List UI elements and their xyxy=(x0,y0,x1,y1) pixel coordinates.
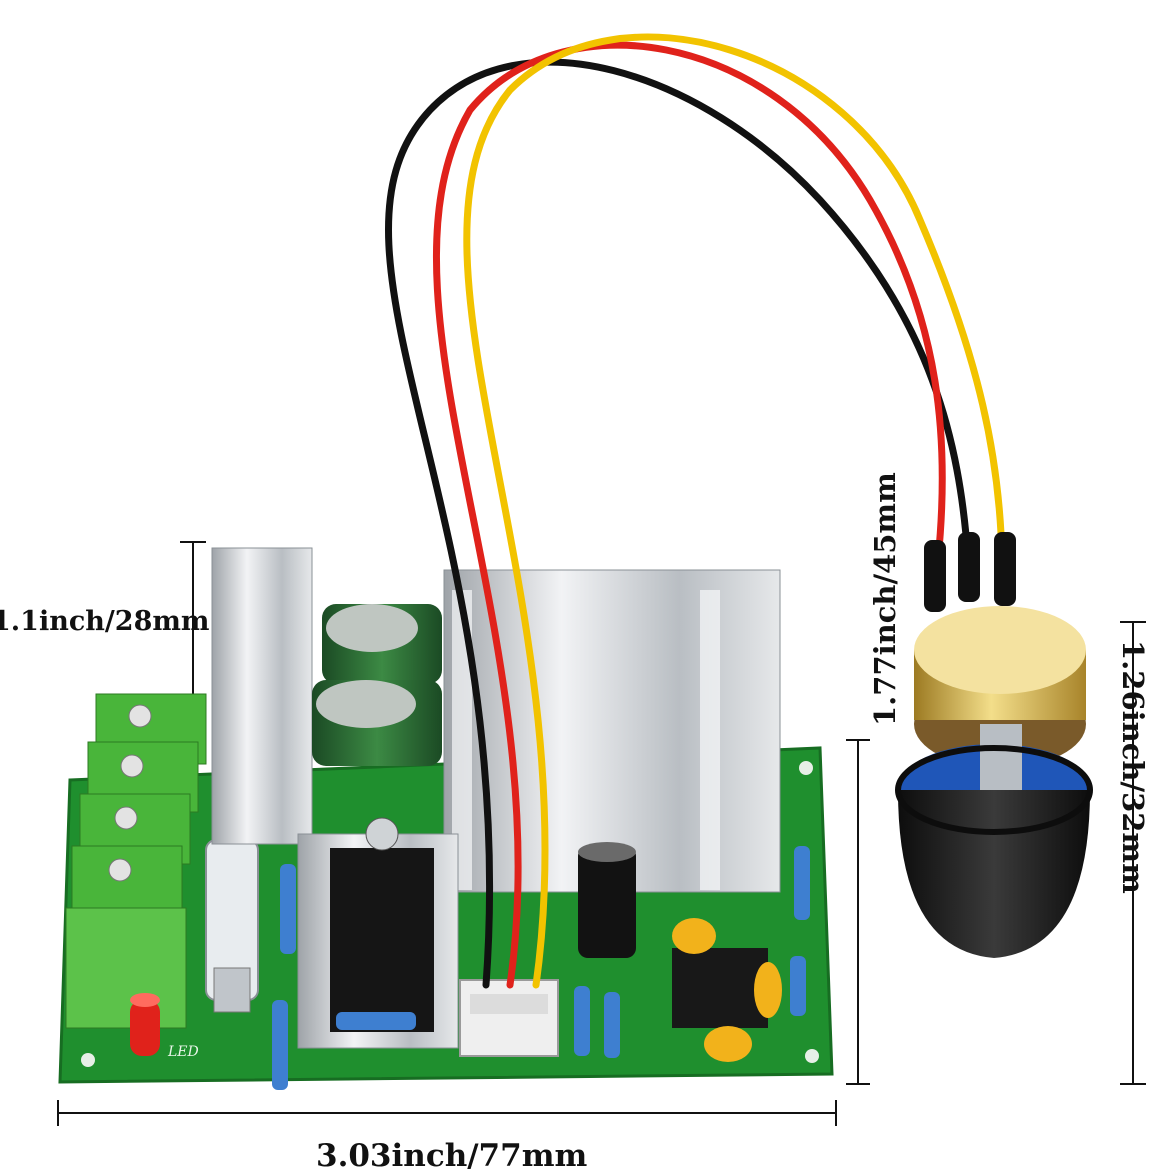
screw-terminal-block xyxy=(65,693,207,1029)
dimension-label-board-width: 3.03inch/77mm xyxy=(316,1138,588,1174)
potentiometer xyxy=(914,532,1086,768)
potentiometer-knob xyxy=(895,724,1093,958)
dimension-label-pot-height: 1.26inch/32mm xyxy=(1116,640,1150,894)
led-silkscreen-label: LED xyxy=(168,1044,199,1060)
resistors xyxy=(272,846,810,1090)
wire-harness xyxy=(385,33,1006,989)
led-indicator xyxy=(130,993,160,1056)
heatsink-left xyxy=(211,547,313,845)
dimension-label-left-height: 1.1inch/28mm xyxy=(0,606,210,637)
wire-connector xyxy=(459,979,559,1057)
electrolytic-capacitor xyxy=(312,604,636,958)
dimension-label-board-height: 1.77inch/45mm xyxy=(868,472,902,726)
heatsink-center xyxy=(443,569,781,893)
ic-chip xyxy=(672,918,782,1062)
fuse xyxy=(205,839,259,1013)
dimension-lines xyxy=(57,541,1146,1126)
